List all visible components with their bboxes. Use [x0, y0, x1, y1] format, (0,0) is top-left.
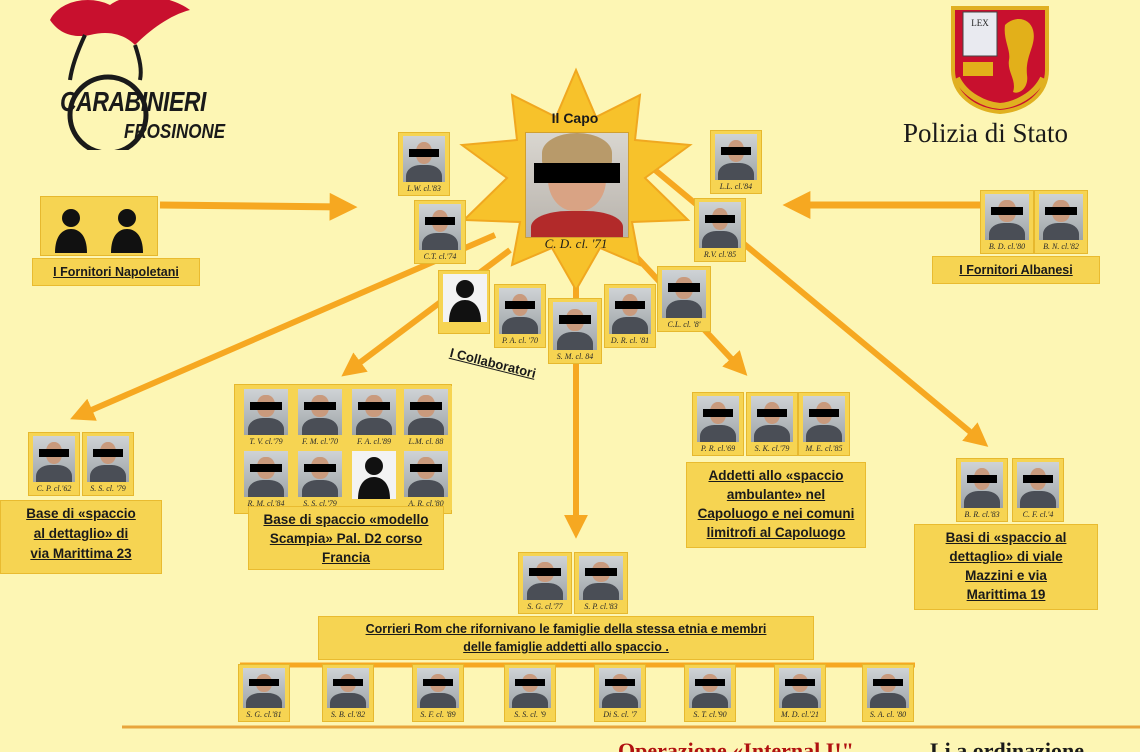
member-photo: L.W. cl.'83 [398, 132, 450, 196]
member-photo: S. K. cl.'79 [746, 392, 798, 456]
arrow-napoletani-to-capo [159, 192, 358, 221]
operation-name-text: Operazione «Internal I!" [618, 738, 854, 752]
member-photo: L.M. cl. 88 [400, 386, 452, 448]
collaboratore-silhouette [348, 448, 400, 510]
label-fornitori-napoletani: I Fornitori Napoletani [32, 258, 200, 286]
capo-photo [525, 132, 629, 238]
member-photo: B. N. cl.'82 [1034, 190, 1088, 254]
operation-subtitle-text: Li a ordinazione [930, 738, 1085, 752]
member-photo: Di S. cl. '7 [594, 664, 646, 722]
label-corrieri-rom: Corrieri Rom che rifornivano le famiglie… [318, 616, 814, 660]
member-photo: S. G. cl.'77 [518, 552, 572, 614]
frosinone-text: FROSINONE [124, 121, 226, 143]
member-photo: S. S. cl. '9 [504, 664, 556, 722]
capo-title: Il Capo [551, 110, 599, 126]
label-fornitori-albanesi: I Fornitori Albanesi [932, 256, 1100, 284]
member-photo: B. D. cl.'80 [980, 190, 1034, 254]
member-photo: C.L. cl. '8' [657, 266, 711, 332]
capo-caption: C. D. cl. '71 [544, 236, 608, 251]
member-photo: S. S. cl.'79 [294, 448, 346, 510]
member-photo: D. R. cl. '81 [604, 284, 656, 348]
polizia-emblem: LEX [951, 6, 1049, 115]
member-photo: C.T. cl.'74 [414, 200, 466, 264]
member-photo: S. F. cl. '89 [412, 664, 464, 722]
collaboratore-silhouette [438, 270, 490, 334]
member-photo: S. B. cl.'82 [322, 664, 374, 722]
member-photo: S. A. cl. '80 [862, 664, 914, 722]
censor-bar [534, 163, 620, 183]
member-photo: R. M. cl.'84 [240, 448, 292, 510]
member-photo: L.L. cl.'84 [710, 130, 762, 194]
member-photo: F. M. cl.'70 [294, 386, 346, 448]
member-photo: A. R. cl.'80 [400, 448, 452, 510]
member-photo: M. E. cl.'85 [798, 392, 850, 456]
member-photo: C. P. cl.'62 [28, 432, 80, 496]
member-photo: C. F. cl.'4 [1012, 458, 1064, 522]
member-photo: S. P. cl.'83 [574, 552, 628, 614]
member-photo: S. M. cl. 84 [548, 298, 602, 364]
carabinieri-text: CARABINIERI [60, 86, 207, 117]
member-photo: T. V. cl.'79 [240, 386, 292, 448]
carabinieri-logo [50, 0, 190, 150]
member-photo: M. D. cl.'21 [774, 664, 826, 722]
arrow-capo-to-marittima [70, 232, 497, 421]
emblem-tablet-text: LEX [971, 18, 989, 28]
member-photo: P. A. cl. '70 [494, 284, 546, 348]
member-photo: S. S. cl. '79 [82, 432, 134, 496]
member-photo: S. T. cl.'90 [684, 664, 736, 722]
member-photo: R.V. cl.'85 [694, 198, 746, 262]
member-photo: F. A. cl.'89 [348, 386, 400, 448]
member-photo: B. R. cl.'83 [956, 458, 1008, 522]
polizia-di-stato-text: Polizia di Stato [903, 118, 1068, 148]
member-photo: P. R. cl.'69 [692, 392, 744, 456]
member-photo: S. G. cl.'81 [238, 664, 290, 722]
napoletani-silhouettes [40, 196, 158, 256]
